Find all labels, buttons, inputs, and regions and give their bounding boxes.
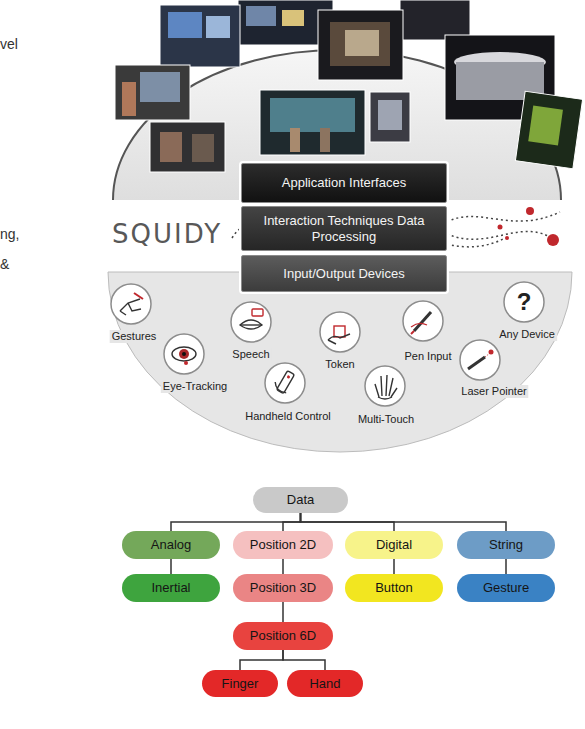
handheld-icon <box>272 368 296 395</box>
tree-link <box>393 559 395 574</box>
tree-link <box>505 559 507 574</box>
multi-touch-icon <box>375 375 397 399</box>
circle-outline <box>402 300 444 342</box>
speech-icon <box>240 309 263 329</box>
data-type-pill: Finger <box>202 670 278 697</box>
device-symbol: ? <box>503 281 545 323</box>
device-circle: Multi-Touch <box>364 365 406 407</box>
data-type-label: Gesture <box>483 580 529 596</box>
cut-off-slide-text: ng, <box>0 226 19 242</box>
circle-outline <box>319 311 361 353</box>
device-circle: Gestures <box>110 283 152 325</box>
layer-label: Input/Output Devices <box>283 266 404 282</box>
tree-link <box>282 602 284 622</box>
data-type-label: Position 2D <box>250 537 316 553</box>
device-circle: Speech <box>230 301 272 343</box>
data-type-pill: Inertial <box>122 574 220 602</box>
data-type-label: Position 3D <box>250 580 316 596</box>
circle-outline <box>111 284 151 324</box>
device-label: Pen Input <box>402 350 453 363</box>
tree-link <box>283 513 301 531</box>
circle-outline <box>265 363 305 403</box>
device-label: Eye-Tracking <box>161 380 229 393</box>
circle-outline <box>320 312 360 352</box>
circle-outline <box>403 301 443 341</box>
tree-link <box>170 559 172 574</box>
logo-text: SQUIDY <box>112 219 222 249</box>
data-type-label: Inertial <box>151 580 190 596</box>
tree-link <box>301 513 507 531</box>
data-type-label: Button <box>375 580 413 596</box>
circle-outline <box>504 282 544 322</box>
logo-dots <box>498 207 560 246</box>
tree-link <box>283 650 325 670</box>
device-label: Gestures <box>110 330 159 343</box>
layer-box: Application Interfaces <box>241 163 447 203</box>
tree-link <box>282 559 284 574</box>
device-circle: Eye-Tracking <box>163 333 205 375</box>
circle-outline <box>365 366 405 406</box>
data-type-label: Data <box>287 492 314 508</box>
gesture-icon <box>120 293 143 315</box>
device-label: Speech <box>230 348 271 361</box>
circle-outline <box>264 362 306 404</box>
data-type-label: Hand <box>309 676 340 692</box>
data-type-pill: Position 2D <box>233 531 333 559</box>
device-circle: Laser Pointer <box>459 339 501 381</box>
data-type-pill: Data <box>253 487 348 513</box>
data-type-pill: Digital <box>345 531 443 559</box>
data-type-pill: Position 3D <box>233 574 333 602</box>
device-bowl <box>108 272 572 452</box>
data-type-label: String <box>489 537 523 553</box>
tree-link <box>171 513 301 531</box>
circle-outline <box>164 334 204 374</box>
eye-icon <box>172 347 196 365</box>
circle-outline <box>231 302 271 342</box>
device-label: Handheld Control <box>243 410 333 423</box>
data-type-pill: Gesture <box>457 574 555 602</box>
layer-label: Application Interfaces <box>282 175 406 191</box>
circle-outline <box>459 339 501 381</box>
circle-outline <box>230 301 272 343</box>
cut-off-slide-text: vel <box>0 36 18 52</box>
device-label: Token <box>323 358 356 371</box>
tree-link <box>240 650 283 670</box>
data-type-pill: Analog <box>122 531 220 559</box>
device-circle: Handheld Control <box>264 362 306 404</box>
layer-label: Interaction Techniques Data Processing <box>259 213 429 245</box>
device-label: Multi-Touch <box>356 413 416 426</box>
token-icon <box>328 326 350 344</box>
device-label: Any Device <box>497 328 557 341</box>
device-circle: Token <box>319 311 361 353</box>
circle-outline <box>163 333 205 375</box>
layer-box: Input/Output Devices <box>241 255 447 292</box>
device-circle-grounds <box>111 282 544 406</box>
circle-outline <box>364 365 406 407</box>
device-label: Laser Pointer <box>459 385 528 398</box>
data-type-pill: String <box>457 531 555 559</box>
data-type-label: Finger <box>222 676 259 692</box>
data-type-pill: Position 6D <box>233 622 333 650</box>
laser-icon <box>468 350 494 370</box>
device-circle: Pen Input <box>402 300 444 342</box>
data-type-label: Analog <box>151 537 191 553</box>
data-type-label: Position 6D <box>250 628 316 644</box>
photo-collage <box>115 0 583 172</box>
device-circle: ?Any Device <box>503 281 545 323</box>
data-type-pill: Hand <box>287 670 363 697</box>
layer-box: Interaction Techniques Data Processing <box>241 206 447 251</box>
data-type-pill: Button <box>345 574 443 602</box>
circle-outline <box>110 283 152 325</box>
cut-off-slide-text: & <box>0 256 9 272</box>
data-type-label: Digital <box>376 537 412 553</box>
pen-icon <box>411 312 431 334</box>
circle-outline <box>460 340 500 380</box>
